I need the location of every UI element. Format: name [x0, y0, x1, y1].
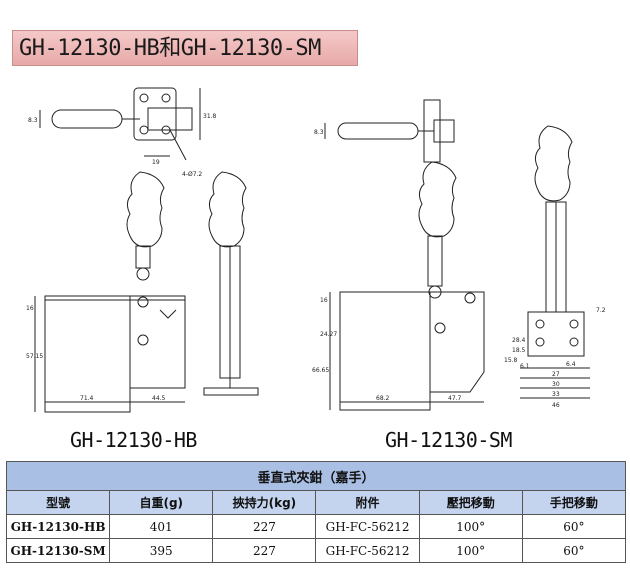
sm-front-dims: 28.4 18.5 15.8 6.1 6.4 7.2 27 30 33 46 — [504, 307, 606, 409]
table-cell: GH-12130-HB — [5, 514, 111, 539]
hb-side-dims: 16 57.15 71.4 44.5 — [26, 305, 166, 402]
sm-dim-18-5: 18.5 — [512, 347, 526, 354]
technical-drawing: 8.3 31.8 19 4-Ø7.2 16 57.15 71.4 44.5 — [26, 87, 606, 413]
hb-side-view — [34, 171, 186, 413]
sm-dim-24-27: 24.27 — [320, 331, 337, 338]
table-cell: GH-12130-SM — [5, 538, 111, 563]
hb-top-view — [39, 87, 201, 161]
hb-dim-57-15: 57.15 — [26, 353, 43, 360]
table-cell: 60° — [521, 538, 627, 563]
sm-top-view — [324, 99, 455, 163]
hb-dim-31-8: 31.8 — [203, 113, 217, 120]
hb-front-view — [203, 171, 259, 396]
column-header: 挾持力(kg) — [212, 490, 317, 515]
table-cell: 401 — [109, 514, 214, 539]
table-cell: 227 — [212, 538, 317, 563]
sm-dim-47-7: 47.7 — [448, 395, 462, 402]
hb-dim-44-5: 44.5 — [152, 395, 166, 402]
caption-hb: GH-12130-HB — [70, 428, 197, 452]
table-row: GH-12130-SM 395 227 GH-FC-56212 100° 60° — [5, 538, 627, 563]
sm-dim-6-1: 6.1 — [520, 363, 530, 370]
table-column-row: 型號 自重(g) 挾持力(kg) 附件 壓把移動 手把移動 — [5, 490, 627, 515]
hb-dim-16: 16 — [26, 305, 34, 312]
sm-dim-30: 30 — [552, 381, 560, 388]
table-cell: 227 — [212, 514, 317, 539]
sm-side-dims: 24.27 16 66.65 68.2 47.7 — [312, 297, 462, 402]
table-cell: 100° — [418, 514, 523, 539]
spec-table: 垂直式夾鉗（嘉手） 型號 自重(g) 挾持力(kg) 附件 壓把移動 手把移動 … — [5, 461, 627, 563]
sm-dim-68-2: 68.2 — [376, 395, 390, 402]
table-cell: GH-FC-56212 — [315, 538, 420, 563]
hb-dim-hole: 4-Ø7.2 — [182, 171, 202, 178]
hb-dim-71-4: 71.4 — [80, 395, 94, 402]
column-header: 壓把移動 — [418, 490, 523, 515]
table-cell: GH-FC-56212 — [315, 514, 420, 539]
sm-dim-27: 27 — [552, 371, 560, 378]
page-title: GH-12130-HB和GH-12130-SM — [19, 36, 321, 61]
hb-dim-8-3: 8.3 — [28, 117, 38, 124]
sm-dim-6-4: 6.4 — [566, 361, 576, 368]
column-header: 手把移動 — [521, 490, 627, 515]
table-heading: 垂直式夾鉗（嘉手） — [6, 461, 626, 491]
sm-dim-7-2: 7.2 — [596, 307, 606, 314]
sm-front-view — [520, 125, 590, 399]
table-row: GH-12130-HB 401 227 GH-FC-56212 100° 60° — [5, 514, 627, 539]
sm-dim-28-4: 28.4 — [512, 337, 526, 344]
sm-dim-46: 46 — [552, 402, 560, 409]
sm-side-view — [329, 161, 485, 411]
hb-dim-19: 19 — [152, 159, 160, 166]
table-heading-row: 垂直式夾鉗（嘉手） — [6, 461, 626, 491]
sm-dim-16: 16 — [320, 297, 328, 304]
caption-sm: GH-12130-SM — [385, 428, 512, 452]
sm-dim-8-3: 8.3 — [314, 129, 324, 136]
column-header: 自重(g) — [109, 490, 214, 515]
table-cell: 60° — [521, 514, 627, 539]
sm-top-dims: 8.3 — [314, 129, 324, 136]
sm-dim-33: 33 — [552, 391, 560, 398]
sm-dim-66-65: 66.65 — [312, 367, 329, 374]
table-cell: 100° — [418, 538, 523, 563]
column-header: 型號 — [5, 490, 111, 515]
title-banner: GH-12130-HB和GH-12130-SM — [12, 30, 358, 66]
sm-dim-15-8: 15.8 — [504, 357, 518, 364]
hb-top-dims: 8.3 31.8 19 4-Ø7.2 — [28, 113, 217, 178]
table-cell: 395 — [109, 538, 214, 563]
column-header: 附件 — [315, 490, 420, 515]
